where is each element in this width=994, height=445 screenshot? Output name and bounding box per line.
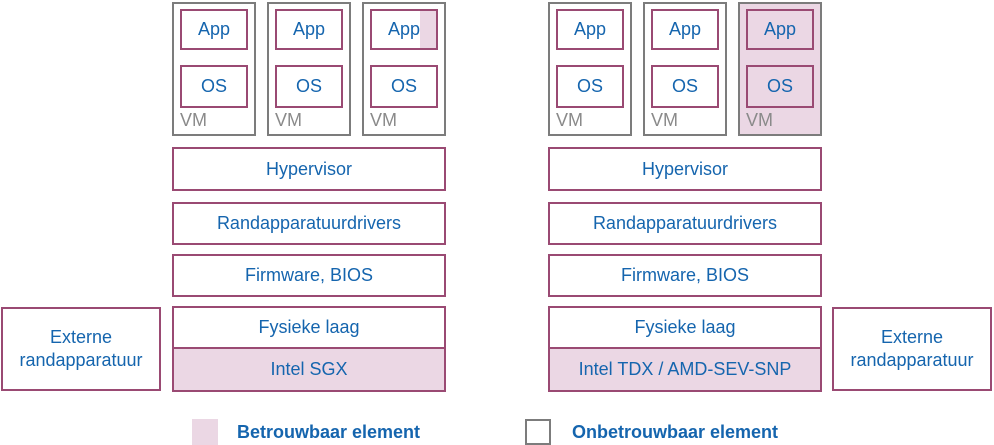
app-box: App	[746, 9, 814, 50]
vm-label: VM	[370, 110, 397, 130]
os-box: OS	[370, 65, 438, 108]
os-label: OS	[295, 76, 322, 96]
app-label: App	[763, 19, 797, 39]
trusted-enclave-overlay	[420, 11, 436, 48]
app-box: App	[651, 9, 719, 50]
vm-label: VM	[746, 110, 773, 130]
os-box: OS	[651, 65, 719, 108]
legend-untrusted-label: Onbetrouwbaar element	[572, 421, 779, 442]
tee-tech-box: Intel TDX / AMD-SEV-SNP	[550, 349, 820, 390]
os-label: OS	[576, 76, 603, 96]
app-label: App	[292, 19, 326, 39]
os-label: OS	[671, 76, 698, 96]
os-label: OS	[390, 76, 417, 96]
vm-label: VM	[180, 110, 207, 130]
external-peripherals-box: Externe randapparatuur	[1, 307, 161, 391]
vm-box: App OS VM	[267, 2, 351, 136]
layer-peripheral-drivers: Randapparatuurdrivers	[548, 202, 822, 245]
vm-box: App OS VM	[172, 2, 256, 136]
tee-tech-box: Intel SGX	[174, 349, 444, 390]
physical-layer-label: Fysieke laag	[174, 308, 444, 349]
vm-label: VM	[275, 110, 302, 130]
external-peripherals-box: Externe randapparatuur	[832, 307, 992, 391]
legend-untrusted-swatch	[525, 419, 551, 445]
legend-trusted-label: Betrouwbaar element	[237, 421, 421, 442]
os-box: OS	[180, 65, 248, 108]
physical-layer-box: Fysieke laag Intel SGX	[172, 306, 446, 392]
legend-trusted-swatch	[192, 419, 218, 445]
vm-box-trusted: App OS VM	[738, 2, 822, 136]
layer-hypervisor: Hypervisor	[172, 147, 446, 191]
vm-box: App OS VM	[643, 2, 727, 136]
app-box: App	[556, 9, 624, 50]
vm-label: VM	[651, 110, 678, 130]
os-label: OS	[766, 76, 793, 96]
os-box: OS	[556, 65, 624, 108]
physical-layer-box: Fysieke laag Intel TDX / AMD-SEV-SNP	[548, 306, 822, 392]
app-label: App	[197, 19, 231, 39]
vm-box: App OS VM	[548, 2, 632, 136]
app-label: App	[387, 19, 421, 39]
layer-hypervisor: Hypervisor	[548, 147, 822, 191]
app-box: App	[180, 9, 248, 50]
os-label: OS	[200, 76, 227, 96]
vm-box: App OS VM	[362, 2, 446, 136]
os-box: OS	[746, 65, 814, 108]
app-label: App	[573, 19, 607, 39]
vm-label: VM	[556, 110, 583, 130]
app-box: App	[370, 9, 438, 50]
os-box: OS	[275, 65, 343, 108]
app-box: App	[275, 9, 343, 50]
layer-firmware-bios: Firmware, BIOS	[172, 254, 446, 297]
physical-layer-label: Fysieke laag	[550, 308, 820, 349]
app-label: App	[668, 19, 702, 39]
layer-peripheral-drivers: Randapparatuurdrivers	[172, 202, 446, 245]
layer-firmware-bios: Firmware, BIOS	[548, 254, 822, 297]
